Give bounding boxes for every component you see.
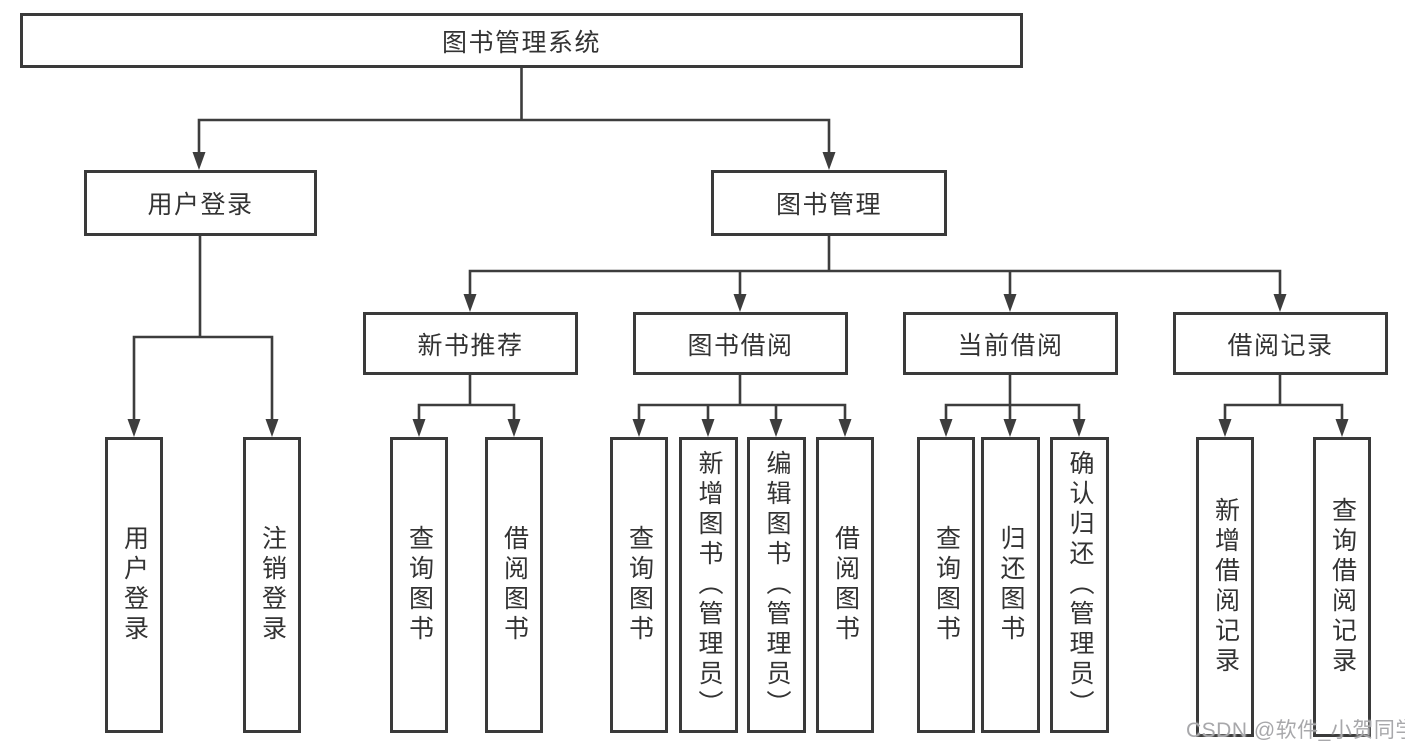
node-book-borrowing-label: 图书借阅	[687, 331, 794, 360]
connector-user-login-to-leaves	[127, 236, 279, 437]
connector-new-book-to-leaves	[412, 375, 521, 437]
node-leaf-cb-return-books-label: 归还图书	[997, 525, 1025, 645]
node-leaf-br-query-record: 查询借阅记录	[1313, 437, 1371, 737]
connector-book-mgmt-to-level3	[463, 236, 1287, 312]
node-leaf-br-add-record-label: 新增借阅记录	[1211, 497, 1240, 677]
node-root-library-system: 图书管理系统	[20, 13, 1023, 68]
node-leaf-cb-query-books-label: 查询图书	[932, 525, 961, 645]
node-borrowing-records-label: 借阅记录	[1227, 331, 1334, 360]
node-leaf-bb-edit-books-admin: 编辑图书（管理员）	[747, 437, 806, 733]
csdn-watermark: CSDN @软件_小贺同学	[1186, 719, 1405, 742]
node-current-borrowing-label: 当前借阅	[957, 331, 1064, 360]
node-user-login: 用户登录	[84, 170, 317, 236]
node-new-book-recommend-label: 新书推荐	[417, 331, 524, 360]
node-leaf-nb-query-books-label: 查询图书	[405, 525, 434, 645]
connector-root-to-level2	[192, 68, 836, 170]
node-leaf-br-query-record-label: 查询借阅记录	[1328, 497, 1357, 677]
node-leaf-bb-add-books-admin-label: 新增图书（管理员）	[695, 450, 723, 720]
node-leaf-bb-query-books-label: 查询图书	[625, 525, 654, 645]
connector-current-borrow-to-leaves	[939, 375, 1086, 437]
node-user-login-label: 用户登录	[147, 191, 254, 219]
node-book-borrowing: 图书借阅	[633, 312, 848, 375]
node-leaf-cb-confirm-return-admin-label: 确认归还（管理员）	[1066, 450, 1094, 720]
node-borrowing-records: 借阅记录	[1173, 312, 1388, 375]
node-book-management: 图书管理	[711, 170, 947, 236]
node-new-book-recommend: 新书推荐	[363, 312, 578, 375]
node-root-label: 图书管理系统	[441, 28, 601, 57]
node-leaf-cb-return-books: 归还图书	[981, 437, 1040, 733]
node-book-management-label: 图书管理	[775, 191, 882, 219]
node-current-borrowing: 当前借阅	[903, 312, 1118, 375]
node-leaf-user-login: 用户登录	[105, 437, 163, 733]
connector-book-borrow-to-leaves	[632, 375, 852, 437]
node-leaf-user-login-label: 用户登录	[120, 525, 149, 645]
node-leaf-bb-query-books: 查询图书	[610, 437, 668, 733]
node-leaf-bb-borrow-books-label: 借阅图书	[831, 525, 860, 645]
node-leaf-bb-edit-books-admin-label: 编辑图书（管理员）	[763, 450, 791, 720]
node-leaf-cb-query-books: 查询图书	[917, 437, 975, 733]
node-leaf-cb-confirm-return-admin: 确认归还（管理员）	[1050, 437, 1109, 733]
connector-borrow-record-to-leaves	[1218, 375, 1349, 437]
node-leaf-nb-query-books: 查询图书	[390, 437, 448, 733]
node-leaf-nb-borrow-books-label: 借阅图书	[500, 525, 529, 645]
node-leaf-nb-borrow-books: 借阅图书	[485, 437, 543, 733]
node-leaf-logout-label: 注销登录	[258, 525, 287, 645]
node-leaf-bb-add-books-admin: 新增图书（管理员）	[679, 437, 738, 733]
node-leaf-bb-borrow-books: 借阅图书	[816, 437, 874, 733]
node-leaf-logout: 注销登录	[243, 437, 301, 733]
node-leaf-br-add-record: 新增借阅记录	[1196, 437, 1254, 737]
